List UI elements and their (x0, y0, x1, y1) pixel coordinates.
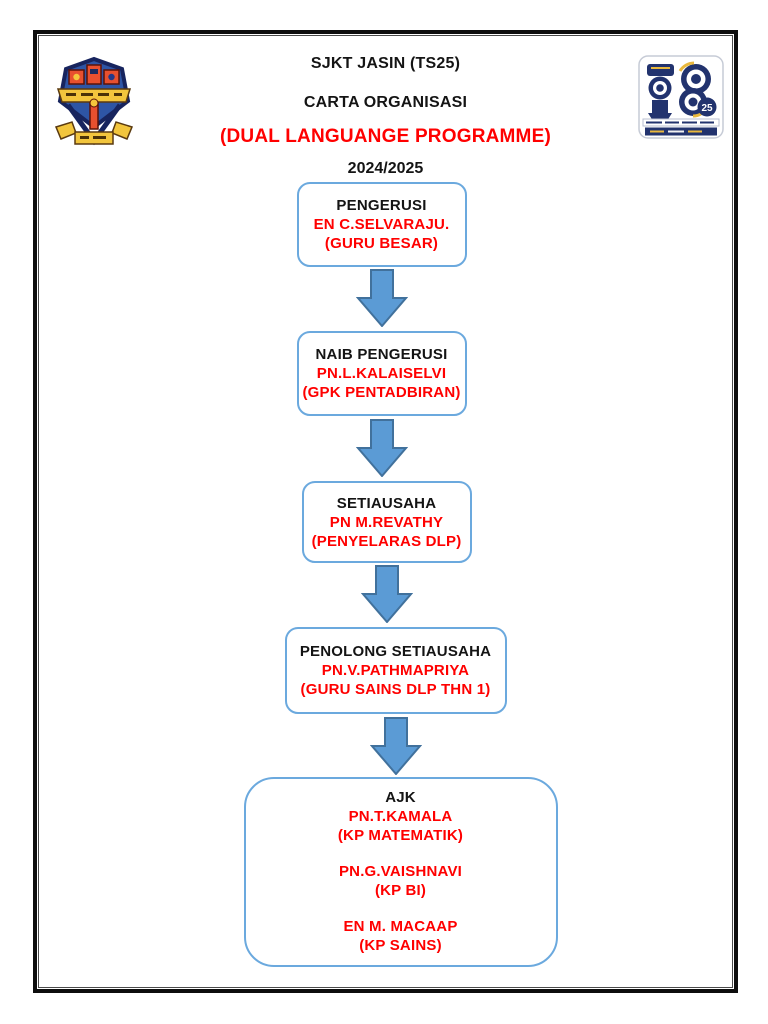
node-penolong-setiausaha: PENOLONG SETIAUSAHA PN.V.PATHMAPRIYA (GU… (284, 627, 507, 714)
node-position: (PENYELARAS DLP) (311, 532, 462, 550)
page-inner-border (38, 35, 733, 988)
node-position: (GURU SAINS DLP THN 1) (300, 681, 491, 698)
node-position: (GPK PENTADBIRAN) (302, 384, 461, 401)
node-ajk: AJK PN.T.KAMALA (KP MATEMATIK) PN.G.VAIS… (243, 777, 558, 967)
member-name: PN.T.KAMALA (348, 808, 453, 825)
node-role: AJK (385, 789, 416, 806)
member-name: EN M. MACAAP (343, 918, 458, 935)
node-person: PN M.REVATHY (329, 513, 444, 531)
year-label: 2024/2025 (347, 160, 424, 177)
org-chart: PENGERUSI EN C.SELVARAJU. (GURU BESAR) N… (37, 182, 734, 967)
node-role: PENOLONG SETIAUSAHA (299, 643, 492, 660)
school-crest-icon (54, 56, 134, 146)
ajk-member: PN.G.VAISHNAVI (KP BI) (246, 862, 556, 900)
node-role: PENGERUSI (336, 197, 427, 214)
node-pengerusi: PENGERUSI EN C.SELVARAJU. (GURU BESAR) (296, 182, 467, 267)
node-person: PN.V.PATHMAPRIYA (321, 662, 470, 679)
ts25-badge-number: 25 (701, 103, 713, 114)
member-position: (KP SAINS) (359, 937, 442, 954)
node-person: EN C.SELVARAJU. (313, 216, 450, 233)
ajk-member: PN.T.KAMALA (KP MATEMATIK) (246, 807, 556, 845)
programme-title: (DUAL LANGUANGE PROGRAMME) (219, 126, 551, 147)
node-position: (GURU BESAR) (324, 235, 439, 252)
down-arrow-icon (355, 419, 408, 477)
member-position: (KP MATEMATIK) (337, 827, 464, 844)
node-role: NAIB PENGERUSI (315, 346, 448, 363)
down-arrow-icon (369, 717, 422, 775)
node-setiausaha: SETIAUSAHA PN M.REVATHY (PENYELARAS DLP) (301, 481, 472, 563)
ts25-logo: 25 (635, 55, 727, 139)
page-border-frame: 25 SJKT JASIN (TS25) CARTA ORGANISASI (D… (33, 30, 738, 993)
school-title: SJKT JASIN (TS25) (310, 55, 461, 72)
chart-title: CARTA ORGANISASI (303, 94, 468, 111)
down-arrow-icon (360, 565, 413, 623)
member-position: (KP BI) (374, 882, 427, 899)
down-arrow-icon (355, 269, 408, 327)
node-role: SETIAUSAHA (336, 494, 437, 512)
document-header: SJKT JASIN (TS25) CARTA ORGANISASI (DUAL… (37, 54, 734, 179)
ajk-member: EN M. MACAAP (KP SAINS) (246, 917, 556, 955)
member-name: PN.G.VAISHNAVI (338, 863, 463, 880)
school-crest-logo (48, 53, 140, 153)
ts25-icon: 25 (638, 55, 724, 139)
node-person: PN.L.KALAISELVI (316, 365, 447, 382)
node-naib-pengerusi: NAIB PENGERUSI PN.L.KALAISELVI (GPK PENT… (296, 331, 467, 416)
